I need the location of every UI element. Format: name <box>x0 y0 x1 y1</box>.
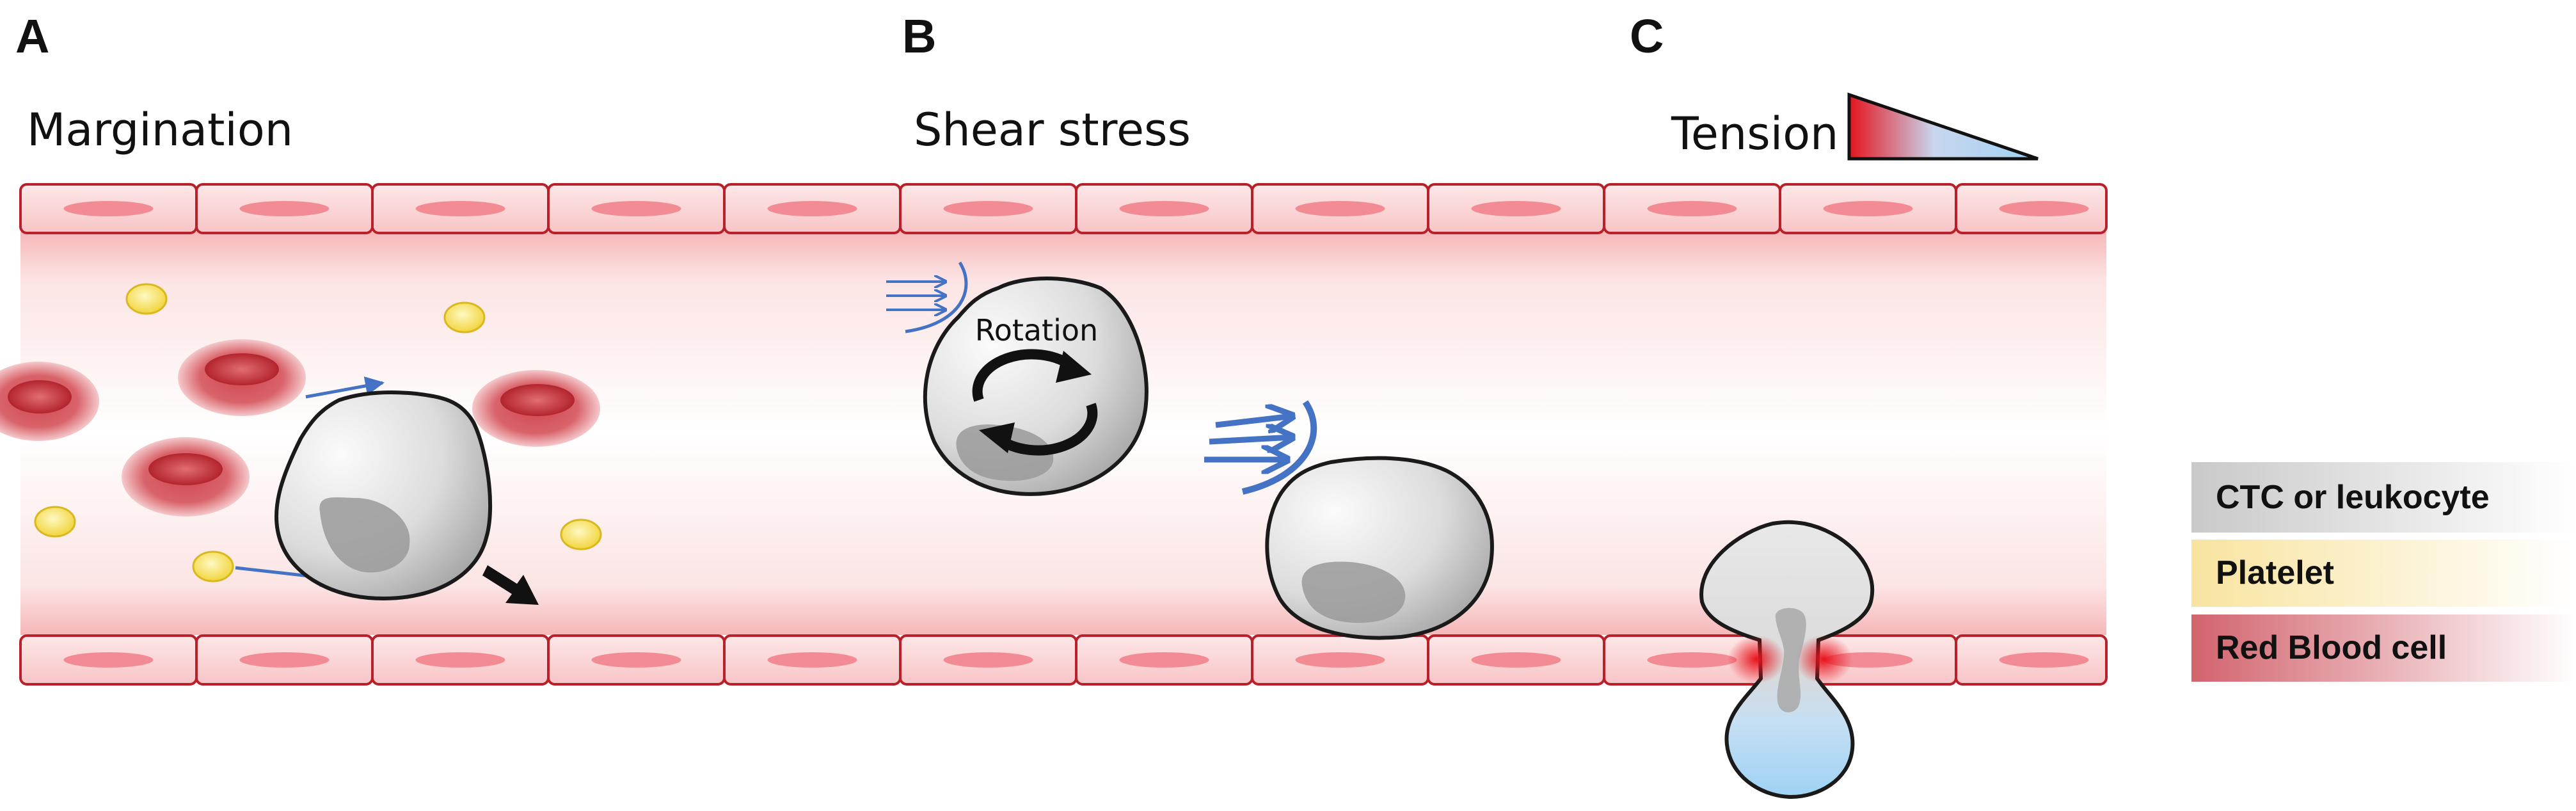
panel-label-b: B <box>902 10 937 63</box>
endothelial-nucleus <box>1647 652 1737 668</box>
endothelial-cell <box>1427 183 1605 234</box>
red-blood-cell <box>0 362 99 441</box>
endothelial-nucleus <box>1999 201 2089 216</box>
endothelial-cell <box>371 634 550 686</box>
platelet <box>125 283 168 315</box>
endothelial-cell <box>1251 634 1429 686</box>
endothelial-nucleus <box>1295 652 1385 668</box>
legend-item-ctc: CTC or leukocyte <box>2216 479 2490 516</box>
rotating-cell: Rotation <box>923 277 1149 496</box>
rbc-push-arrow <box>305 376 385 399</box>
panel-a-margination <box>0 283 602 605</box>
tension-hotspot <box>1795 635 1852 684</box>
panel-c-tension <box>1699 92 2039 799</box>
red-blood-cell <box>122 437 250 517</box>
endothelial-cell <box>1427 634 1605 686</box>
legend-swatch-platelet <box>2191 540 2576 607</box>
legend-item-rbc: Red Blood cell <box>2216 629 2447 666</box>
legend-item-platelet: Platelet <box>2216 554 2334 591</box>
flow-arrows-small <box>886 261 968 333</box>
endothelial-cell <box>1955 634 2108 686</box>
endothelial-nucleus <box>1647 201 1737 216</box>
endothelial-nucleus <box>1295 201 1385 216</box>
endothelial-cell <box>1075 183 1253 234</box>
red-blood-cell <box>178 339 306 416</box>
endothelial-cell <box>899 634 1077 686</box>
red-blood-cell <box>472 370 600 447</box>
legend-swatch-rbc <box>2191 614 2576 682</box>
endothelial-nucleus <box>415 201 505 216</box>
endothelial-cell <box>1603 183 1781 234</box>
tension-hotspot <box>1728 635 1785 684</box>
endothelial-cell <box>195 183 374 234</box>
margination-arrow <box>482 565 539 605</box>
endothelial-nucleus <box>591 652 681 668</box>
panel-label-a: A <box>15 10 50 63</box>
endothelial-nucleus <box>767 652 857 668</box>
panel-b-shear-stress: Rotation <box>886 261 1494 640</box>
endothelial-nucleus <box>943 201 1033 216</box>
rotation-label: Rotation <box>975 313 1098 348</box>
endothelial-cell <box>723 183 902 234</box>
endothelium-top <box>19 183 2108 234</box>
panel-title-margination: Margination <box>27 104 294 156</box>
ctc-cell <box>274 390 493 601</box>
rotation-arrow-top <box>972 349 1075 402</box>
tension-gradient-triangle <box>1847 92 2039 161</box>
endothelial-cell <box>547 634 726 686</box>
rotation-arrow-bottom <box>995 403 1098 456</box>
endothelial-cell <box>19 183 198 234</box>
cell-nucleus <box>1775 607 1806 712</box>
platelet <box>443 301 486 333</box>
endothelial-cell <box>19 634 198 686</box>
endothelial-cell <box>1075 634 1253 686</box>
endothelial-nucleus <box>1471 201 1561 216</box>
cell-nucleus <box>956 424 1054 481</box>
endothelial-cell <box>1779 183 1957 234</box>
endothelial-nucleus <box>1999 652 2089 668</box>
endothelial-cell <box>547 183 726 234</box>
cell-nucleus <box>1301 561 1406 623</box>
endothelial-cell <box>1251 183 1429 234</box>
endothelial-cell <box>371 183 550 234</box>
endothelial-cell <box>723 634 902 686</box>
endothelium-bottom <box>19 634 2108 686</box>
endothelial-nucleus <box>943 652 1033 668</box>
platelet <box>560 518 602 550</box>
endothelial-nucleus <box>591 201 681 216</box>
panel-title-tension: Tension <box>1671 108 1839 160</box>
endothelial-nucleus <box>767 201 857 216</box>
transmigrating-cell <box>1699 520 1875 799</box>
platelet <box>192 550 234 582</box>
endothelial-nucleus <box>239 652 330 668</box>
adhered-cell <box>1265 456 1494 640</box>
endothelial-nucleus <box>1471 652 1561 668</box>
endothelial-cell <box>1955 183 2108 234</box>
endothelial-nucleus <box>63 201 154 216</box>
flow-arrows-large <box>1204 400 1317 495</box>
cell-nucleus <box>319 497 410 573</box>
endothelial-nucleus <box>1119 201 1209 216</box>
endothelial-nucleus <box>1823 201 1913 216</box>
endothelial-cell <box>195 634 374 686</box>
panel-label-c: C <box>1630 10 1664 63</box>
platelet <box>34 506 76 538</box>
endothelial-nucleus <box>63 652 154 668</box>
endothelial-nucleus <box>239 201 330 216</box>
legend-swatch-ctc <box>2191 462 2576 533</box>
panel-title-shear-stress: Shear stress <box>914 104 1191 156</box>
endothelial-nucleus <box>1119 652 1209 668</box>
endothelial-cell <box>899 183 1077 234</box>
endothelial-nucleus <box>415 652 505 668</box>
